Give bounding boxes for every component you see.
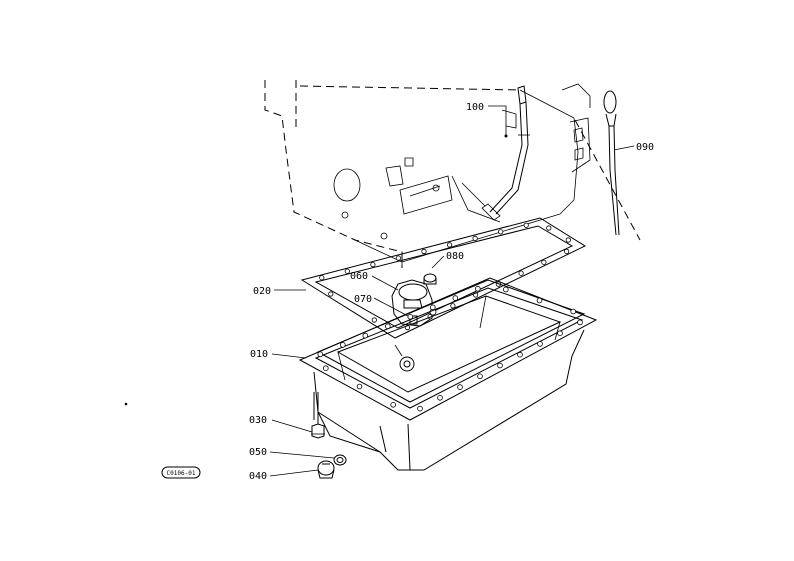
bolt-hole bbox=[339, 342, 346, 348]
code-badge: C0106-01 bbox=[161, 466, 201, 479]
bolt-hole bbox=[384, 323, 391, 330]
stray-dot bbox=[124, 402, 128, 406]
bolt-hole bbox=[541, 259, 547, 265]
dipstick-guide-tube bbox=[481, 85, 530, 221]
bolt-hole bbox=[319, 275, 325, 281]
bolt-hole bbox=[497, 362, 503, 369]
bolt-hole bbox=[570, 308, 576, 315]
bolt-hole bbox=[474, 285, 481, 292]
bolt-hole bbox=[446, 242, 453, 248]
label-060: 060 bbox=[350, 271, 368, 282]
bolt-hole bbox=[395, 255, 401, 261]
bolt-hole bbox=[390, 401, 397, 408]
label-040: 040 bbox=[249, 471, 267, 482]
bolt-hole bbox=[472, 235, 478, 241]
bolt-hole bbox=[437, 394, 443, 401]
label-070: 070 bbox=[354, 294, 372, 305]
bolt-hole bbox=[517, 351, 523, 358]
bolt-hole bbox=[537, 341, 543, 347]
label-020: 020 bbox=[253, 286, 271, 297]
label-080: 080 bbox=[446, 251, 464, 262]
bolt-hole bbox=[317, 351, 324, 358]
oil-pan bbox=[298, 277, 598, 471]
bolt-hole bbox=[577, 319, 583, 326]
bolt-hole bbox=[563, 248, 570, 254]
pan-bolt bbox=[311, 392, 325, 439]
bolt-hole bbox=[429, 304, 436, 311]
code-badge-text: C0106-01 bbox=[167, 470, 196, 477]
bolt-hole bbox=[546, 225, 552, 231]
label-050: 050 bbox=[249, 447, 267, 458]
bolt-hole bbox=[407, 313, 414, 320]
bolt-hole bbox=[452, 295, 459, 301]
oil-pan-gasket bbox=[300, 217, 587, 339]
bolt-hole bbox=[536, 297, 543, 304]
bolt-hole bbox=[421, 248, 427, 255]
bolt-hole bbox=[371, 317, 377, 323]
label-030: 030 bbox=[249, 415, 267, 426]
label-090: 090 bbox=[636, 142, 654, 153]
engine-block-outline bbox=[264, 80, 641, 268]
bolt-hole bbox=[477, 373, 483, 380]
bolt-hole bbox=[356, 383, 363, 390]
leader-lines bbox=[269, 105, 635, 477]
bolt-hole bbox=[502, 286, 509, 293]
bolt-hole bbox=[362, 332, 369, 339]
bolt-hole bbox=[565, 237, 571, 243]
bolt-hole bbox=[518, 270, 524, 276]
dipstick bbox=[603, 90, 620, 236]
bolt-hole bbox=[344, 268, 350, 274]
bolt-hole bbox=[370, 261, 376, 268]
bolt-hole bbox=[457, 384, 463, 390]
bolt-hole bbox=[417, 405, 423, 412]
bolt-hole bbox=[498, 229, 504, 235]
part-labels: 100 090 080 060 020 070 010 030 050 040 bbox=[249, 102, 654, 482]
bolt-hole bbox=[328, 291, 334, 297]
bolt-hole bbox=[322, 365, 329, 372]
label-100: 100 bbox=[466, 102, 484, 113]
drain-plug bbox=[317, 460, 335, 479]
drain-washer bbox=[333, 454, 347, 466]
label-010: 010 bbox=[250, 349, 268, 360]
bolt-hole bbox=[557, 330, 563, 337]
bolt-hole bbox=[450, 303, 456, 309]
bolt-hole bbox=[523, 222, 529, 228]
